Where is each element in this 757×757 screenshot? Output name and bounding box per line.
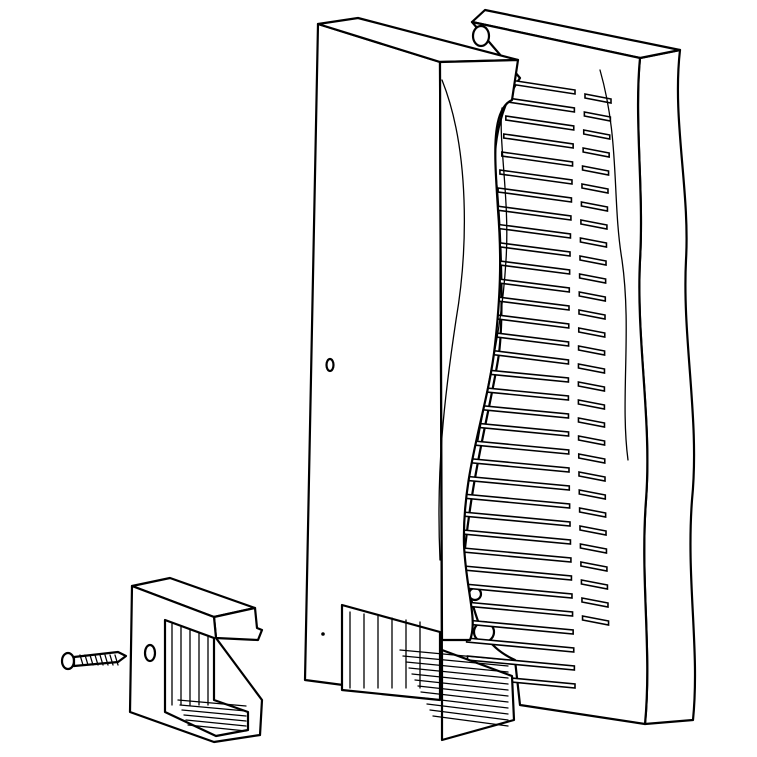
grille-slot-short bbox=[577, 417, 606, 428]
panel-wave-edge-2 bbox=[477, 107, 508, 441]
screw-thread-line bbox=[114, 654, 119, 666]
grille-slot-short bbox=[582, 147, 610, 158]
rear-slotted-grille bbox=[460, 8, 697, 726]
screw-thread-line bbox=[94, 654, 99, 666]
grille-slot-short bbox=[579, 255, 607, 266]
grille-slot-short bbox=[577, 453, 606, 464]
grille-slot-short bbox=[577, 327, 606, 338]
panel-fin-horizontal bbox=[414, 679, 509, 691]
bracket-cavity bbox=[163, 618, 250, 738]
panel-fin-horizontal bbox=[432, 715, 509, 727]
grille-slot-short bbox=[579, 237, 608, 248]
grille-slot-short bbox=[580, 201, 609, 212]
grille-slot-short bbox=[581, 597, 609, 608]
panel-fin-horizontal bbox=[408, 667, 509, 679]
panel-fin-horizontal bbox=[399, 649, 509, 661]
screw-thread-line bbox=[84, 654, 89, 666]
grille-slot-short bbox=[578, 507, 607, 518]
bracket-fin-horizontal bbox=[183, 714, 247, 722]
panel-fin-horizontal bbox=[417, 685, 509, 697]
grille-slot-long bbox=[505, 115, 575, 131]
grille-slot-short bbox=[579, 543, 608, 554]
grille-slot-short bbox=[578, 489, 607, 500]
screw-icon bbox=[60, 650, 128, 671]
panel-fin-horizontal bbox=[426, 703, 509, 715]
panel-wave-edge bbox=[438, 79, 465, 561]
screw-thread-line bbox=[89, 654, 94, 666]
grille-mount-hole-top bbox=[471, 24, 491, 48]
panel-fin-horizontal bbox=[402, 655, 509, 667]
grille-slot-long bbox=[501, 151, 574, 167]
bracket-fins bbox=[171, 623, 247, 732]
grille-slot-short bbox=[577, 345, 606, 356]
bracket-fin-horizontal bbox=[179, 704, 247, 712]
grille-slots bbox=[461, 79, 612, 689]
bracket-screw-hole bbox=[143, 643, 157, 663]
panel-fin-horizontal bbox=[423, 697, 509, 709]
panel-fin-horizontal bbox=[429, 709, 509, 721]
screw-head bbox=[60, 651, 76, 671]
bracket-fin-horizontal bbox=[187, 724, 247, 732]
grille-slot-short bbox=[581, 615, 610, 626]
panel-fin-horizontal bbox=[411, 673, 509, 685]
bracket-fin-horizontal bbox=[177, 699, 247, 707]
grille-slot-long bbox=[497, 187, 573, 203]
panel-pin-dot bbox=[321, 632, 325, 636]
panel-curved-face bbox=[438, 58, 520, 642]
panel-pocket-fins bbox=[349, 611, 509, 727]
panel-screw-hole bbox=[325, 357, 335, 373]
main-front-panel bbox=[303, 16, 520, 742]
grille-slot-short bbox=[584, 93, 612, 104]
screw-thread bbox=[79, 654, 119, 666]
grille-inner-ridge bbox=[599, 69, 629, 461]
screw-thread-line bbox=[99, 654, 104, 666]
screw-thread-line bbox=[79, 654, 84, 666]
grille-slot-short bbox=[580, 219, 608, 230]
panel-fin-horizontal bbox=[420, 691, 509, 703]
grille-slot-short bbox=[577, 363, 606, 374]
grille-slot-short bbox=[578, 471, 606, 482]
small-clip-bracket bbox=[128, 576, 264, 744]
bracket-fin-horizontal bbox=[181, 709, 247, 717]
panel-left-face bbox=[303, 22, 444, 700]
grille-slot-short bbox=[578, 273, 607, 284]
grille-slot-short bbox=[578, 309, 606, 320]
grille-slot-short bbox=[578, 291, 607, 302]
grille-slot-short bbox=[577, 381, 606, 392]
grille-slot-short bbox=[579, 525, 607, 536]
grille-slot-short bbox=[577, 399, 606, 410]
screw-thread-line bbox=[109, 654, 114, 666]
grille-slot-short bbox=[580, 579, 609, 590]
grille-slot-short bbox=[581, 183, 609, 194]
bracket-fin-horizontal bbox=[185, 719, 247, 727]
grille-slot-long bbox=[499, 169, 573, 185]
panel-fin-horizontal bbox=[405, 661, 509, 673]
screw-thread-line bbox=[104, 654, 109, 666]
grille-slot-short bbox=[580, 561, 608, 572]
grille-slot-short bbox=[581, 165, 610, 176]
grille-slot-short bbox=[577, 435, 606, 446]
grille-slot-long bbox=[503, 133, 574, 149]
grille-slot-short bbox=[582, 129, 611, 140]
